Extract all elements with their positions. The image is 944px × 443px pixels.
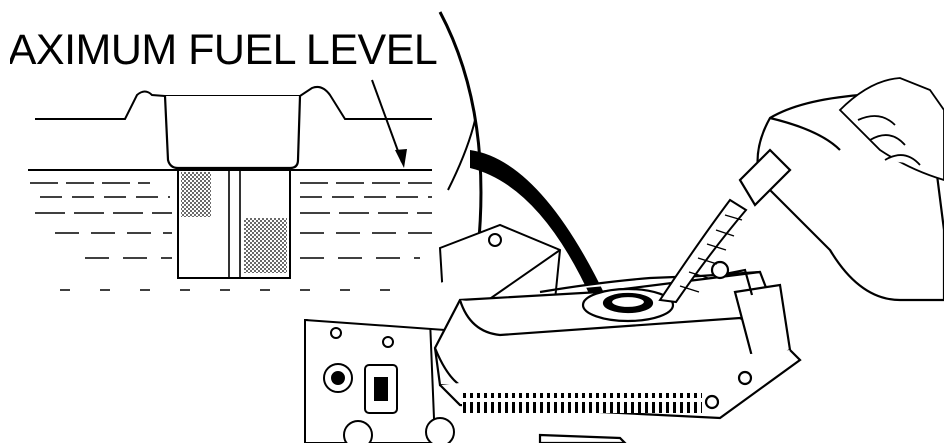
maximum-fuel-level-label: 'AXIMUM FUEL LEVEL xyxy=(0,26,437,75)
arrow-icon xyxy=(372,80,407,168)
fuel-strainer-icon xyxy=(165,96,300,168)
mesh-left xyxy=(181,172,211,217)
mesh-right xyxy=(244,218,287,273)
strainer-detail xyxy=(28,80,432,290)
